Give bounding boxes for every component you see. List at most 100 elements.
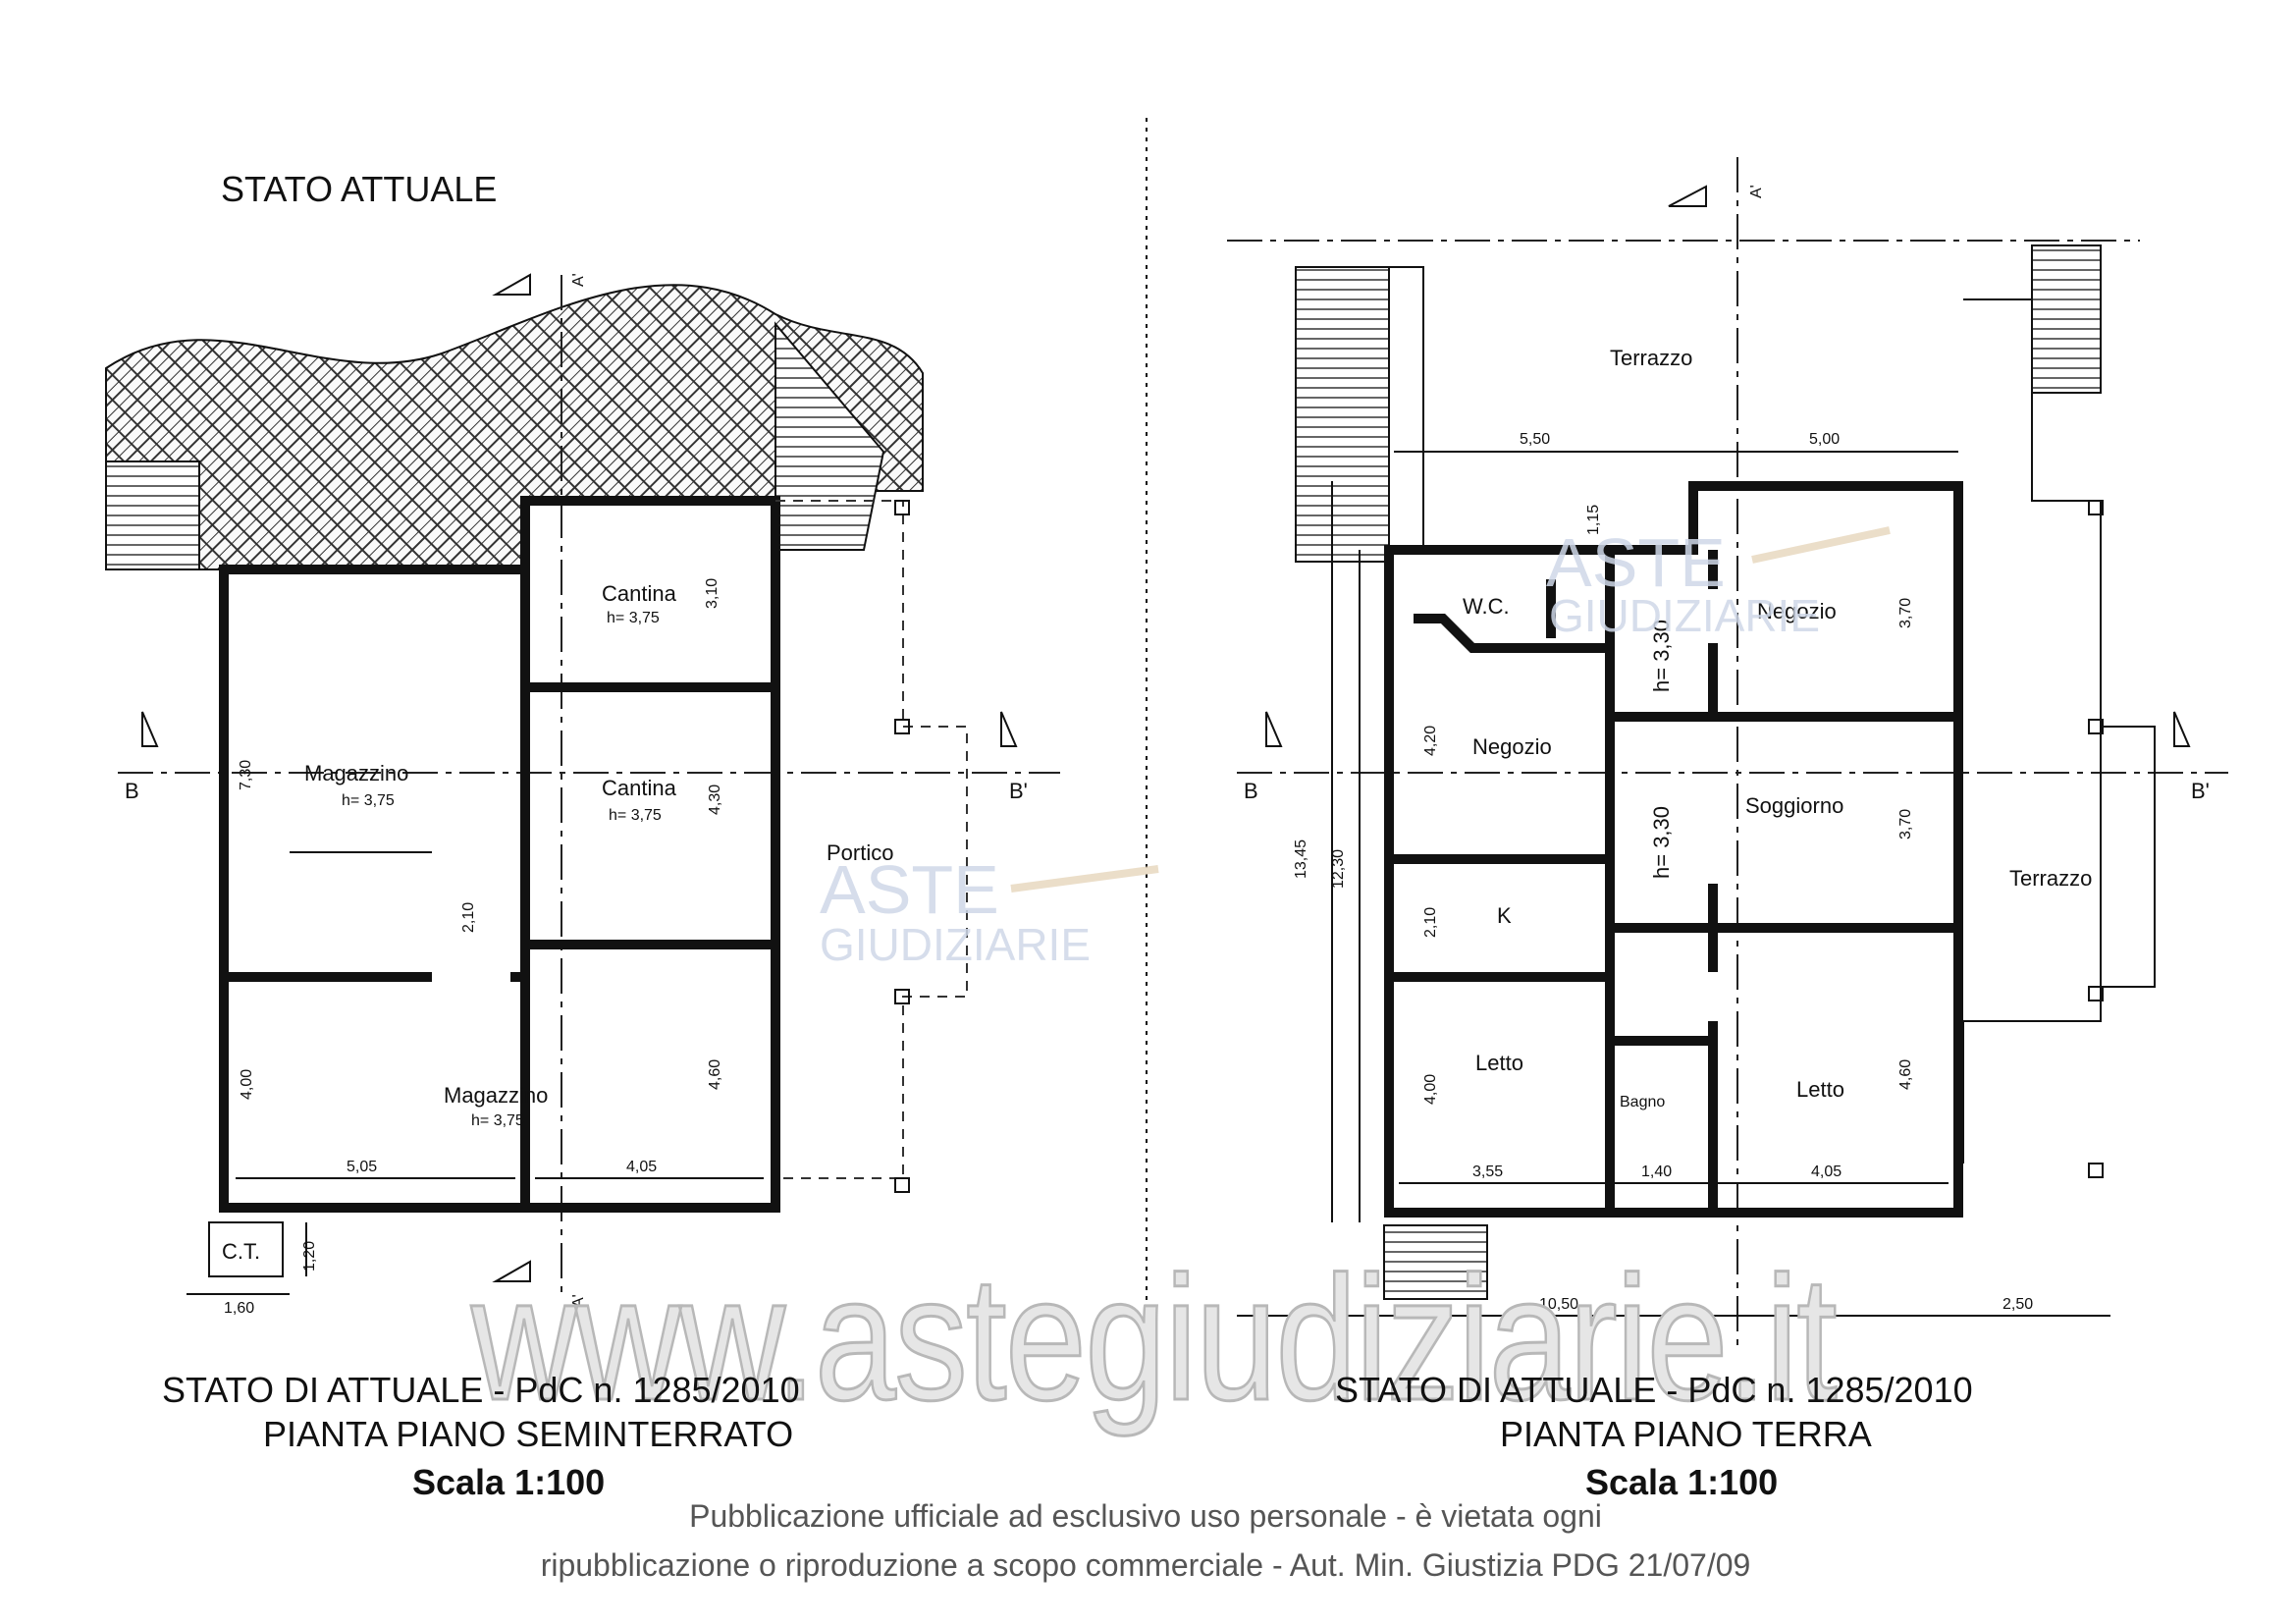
section-label-a-right: A': [1748, 185, 1765, 198]
room-label-wc: W.C.: [1463, 594, 1510, 619]
footer-line2: ripubblicazione o riproduzione a scopo c…: [541, 1547, 1751, 1583]
stairs-left: [105, 460, 200, 570]
section-label-a-top: A': [570, 273, 587, 287]
room-label-magazzino-2: Magazzino: [444, 1083, 548, 1108]
column: [894, 989, 910, 1004]
sheet-title: STATO ATTUALE: [221, 169, 497, 209]
column: [2088, 986, 2104, 1001]
aste-logo-subtext: GIUDIZIARIE: [1549, 590, 1820, 641]
dim-5-05: 5,05: [347, 1159, 377, 1175]
room-label-negozio-1: Negozio: [1757, 599, 1837, 623]
aste-logo-watermark-left: ASTE GIUDIZIARIE: [820, 851, 1159, 970]
section-label-b-left: B: [125, 779, 139, 803]
height-label-2: h= 3,30: [1649, 806, 1674, 879]
dim-4-00-right: 4,00: [1422, 1074, 1439, 1105]
stair-rail: [1296, 266, 1424, 550]
column: [2088, 719, 2104, 734]
terrace-rail: [1962, 298, 2102, 1164]
right-caption-scale: Scala 1:100: [1585, 1462, 1778, 1502]
dim-3-55: 3,55: [1472, 1164, 1503, 1180]
right-caption-line2: PIANTA PIANO TERRA: [1500, 1414, 1872, 1454]
dim-5-00: 5,00: [1809, 431, 1840, 448]
site-watermark: www.astegiudiziarie.it: [470, 1240, 1837, 1437]
section-arrow-b-right-left: [1265, 711, 1283, 747]
dim-2-50: 2,50: [2002, 1296, 2033, 1313]
section-arrow-b-left: [141, 711, 159, 747]
left-caption-scale: Scala 1:100: [412, 1462, 605, 1502]
ct-box: [208, 1221, 284, 1277]
right-outer-wall: [1384, 481, 1963, 1218]
room-height-magazzino-2: h= 3,75: [471, 1112, 524, 1129]
portico-outline: [775, 500, 968, 1179]
dim-4-60-right: 4,60: [1897, 1059, 1914, 1090]
stairs-right: [774, 321, 885, 551]
right-caption-line1: STATO DI ATTUALE - PdC n. 1285/2010: [1335, 1370, 1973, 1410]
dim-3-70-b: 3,70: [1897, 809, 1914, 839]
section-label-b-right-left: B: [1244, 779, 1258, 803]
dim-13-45: 13,45: [1293, 839, 1309, 879]
right-plan: A' B B': [1227, 157, 2228, 1345]
terrace-rail-2: [2101, 726, 2156, 988]
room-label-cantina-1: Cantina: [602, 581, 677, 606]
dim-1-60: 1,60: [224, 1300, 254, 1317]
gavel-icon: [1010, 865, 1159, 893]
left-caption-line1: STATO DI ATTUALE - PdC n. 1285/2010: [162, 1370, 800, 1410]
section-arrow-a-bottom: [492, 1260, 531, 1282]
dim-7-30: 7,30: [238, 760, 254, 790]
left-plan: A' A' B B' C.T. Cantina h= 3,75 Cantina …: [105, 273, 1060, 1317]
aste-logo-text: ASTE: [820, 851, 999, 928]
dim-12-30: 12,30: [1330, 849, 1347, 889]
room-height-cantina-1: h= 3,75: [607, 610, 660, 626]
dim-1-40: 1,40: [1641, 1164, 1672, 1180]
section-label-b-right-right: B': [2191, 779, 2210, 803]
height-label-1: h= 3,30: [1649, 620, 1674, 692]
entry-steps: [1383, 1224, 1488, 1300]
column: [894, 1177, 910, 1193]
room-label-cantina-2: Cantina: [602, 776, 677, 800]
dim-2-10: 2,10: [460, 902, 477, 933]
aste-logo-watermark-right: ASTE GIUDIZIARIE: [1546, 524, 1891, 641]
room-label-portico: Portico: [827, 840, 893, 865]
room-label-ct: C.T.: [222, 1239, 260, 1264]
dim-4-00: 4,00: [239, 1069, 255, 1100]
dim-4-20: 4,20: [1422, 726, 1439, 756]
room-label-soggiorno: Soggiorno: [1745, 793, 1843, 818]
section-label-a-bottom: A': [570, 1294, 587, 1308]
column: [2088, 500, 2104, 515]
room-label-terrazzo-top: Terrazzo: [1610, 346, 1692, 370]
aste-logo-subtext: GIUDIZIARIE: [820, 919, 1091, 970]
column: [2088, 1163, 2104, 1178]
room-label-letto-1: Letto: [1475, 1051, 1523, 1075]
dim-3-70-a: 3,70: [1897, 598, 1914, 628]
room-label-negozio-2: Negozio: [1472, 734, 1552, 759]
dim-1-20: 1,20: [301, 1241, 318, 1272]
section-arrow-b-right-right: [2173, 711, 2191, 747]
wc-wall: [1414, 614, 1610, 653]
dim-1-15: 1,15: [1585, 505, 1602, 535]
stairs-terrace-right: [2031, 244, 2102, 394]
dim-10-50: 10,50: [1539, 1296, 1578, 1313]
dim-4-05: 4,05: [626, 1159, 657, 1175]
stairs-terrace-left: [1295, 266, 1390, 563]
gavel-icon: [1751, 526, 1891, 564]
section-arrow-a-right: [1668, 185, 1707, 207]
column: [894, 719, 910, 734]
room-label-terrazzo-right: Terrazzo: [2009, 866, 2092, 891]
left-caption-line2: PIANTA PIANO SEMINTERRATO: [263, 1414, 793, 1454]
room-label-letto-2: Letto: [1796, 1077, 1844, 1102]
section-arrow-b-right: [1000, 711, 1018, 747]
footer-line1: Pubblicazione ufficiale ad esclusivo uso…: [689, 1498, 1602, 1534]
aste-logo-text: ASTE: [1546, 524, 1726, 601]
room-label-k: K: [1497, 903, 1512, 928]
room-label-bagno: Bagno: [1620, 1094, 1665, 1110]
dim-5-50: 5,50: [1520, 431, 1550, 448]
room-height-cantina-2: h= 3,75: [609, 807, 662, 824]
section-arrow-a-top: [492, 273, 531, 296]
dim-4-60: 4,60: [707, 1059, 723, 1090]
column: [894, 500, 910, 515]
section-label-b-right: B': [1009, 779, 1028, 803]
room-height-magazzino-1: h= 3,75: [342, 792, 395, 809]
dim-2-10-right: 2,10: [1422, 907, 1439, 938]
dim-4-05-right: 4,05: [1811, 1164, 1842, 1180]
dim-4-30: 4,30: [707, 785, 723, 815]
